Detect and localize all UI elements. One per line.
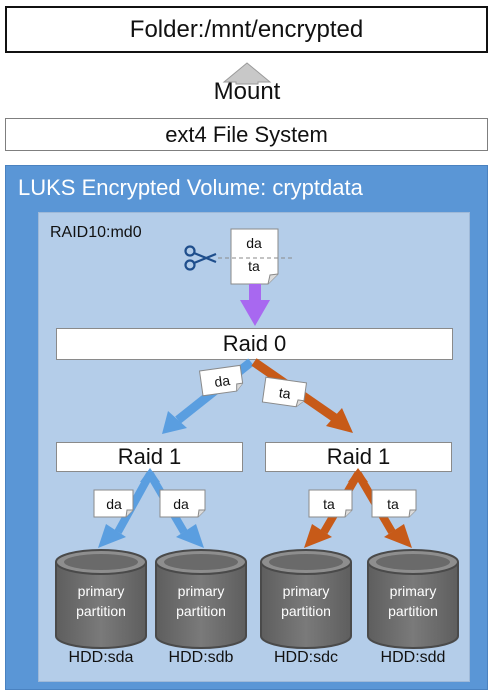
chunk-note-da-left: da — [198, 364, 244, 397]
disk-sda-label: HDD:sda — [68, 649, 134, 666]
disk-sdb-line1: primary — [178, 583, 225, 599]
source-chunk-top: da — [246, 235, 262, 251]
disk-sdd-label: HDD:sdd — [380, 649, 446, 666]
chunk-note-ta-right: ta — [261, 376, 308, 408]
raid0-box: Raid 0 — [56, 328, 453, 360]
chunk-note-sda: da — [93, 489, 134, 518]
disk-sdc-line2: partition — [281, 603, 331, 619]
disk-sdb-line2: partition — [176, 603, 226, 619]
raid0-label: Raid 0 — [222, 331, 287, 356]
disk-sdb-label: HDD:sdb — [168, 649, 234, 666]
folder-label: Folder:/mnt/encrypted — [129, 15, 364, 43]
disk-sdd-line2: partition — [388, 603, 438, 619]
source-chunk-bottom: ta — [248, 258, 260, 274]
filesystem-box: ext4 File System — [5, 118, 488, 151]
folder-box: Folder:/mnt/encrypted — [5, 6, 488, 53]
raid1-left-label: Raid 1 — [117, 444, 182, 469]
chunk-note-sdb-text: da — [173, 496, 189, 512]
disk-sda-line2: partition — [76, 603, 126, 619]
disk-sdd-line1: primary — [390, 583, 437, 599]
chunk-note-sdd: ta — [371, 489, 417, 518]
chunk-note-da-left-text: da — [213, 372, 231, 390]
chunk-note-sda-text: da — [106, 496, 122, 512]
disk-sdc-line1: primary — [283, 583, 330, 599]
chunk-note-sdc-text: ta — [323, 496, 335, 512]
raid1-right-label: Raid 1 — [326, 444, 391, 469]
disk-sda-icon: primary partition — [55, 549, 147, 649]
stripe-arrow-icon — [240, 284, 270, 326]
disk-sdb-icon: primary partition — [155, 549, 247, 649]
scissors-icon — [184, 245, 217, 271]
raid1-left-box: Raid 1 — [56, 442, 243, 472]
raid10-label: RAID10:md0 — [50, 224, 142, 241]
luks-title: LUKS Encrypted Volume: cryptdata — [18, 175, 363, 200]
chunk-note-sdd-text: ta — [387, 496, 399, 512]
disk-sdc-icon: primary partition — [260, 549, 352, 649]
disk-sdc-label: HDD:sdc — [273, 649, 338, 666]
mount-arrow-icon — [222, 62, 272, 85]
disk-sda-line1: primary — [78, 583, 125, 599]
filesystem-label: ext4 File System — [165, 121, 328, 147]
blue-arrows-mirror — [98, 468, 204, 548]
disk-sdd-icon: primary partition — [367, 549, 459, 649]
source-document-icon: da ta — [218, 228, 294, 285]
chunk-note-sdb: da — [159, 489, 206, 518]
chunk-note-sdc: ta — [308, 489, 353, 518]
chunk-note-ta-right-text: ta — [278, 384, 292, 401]
